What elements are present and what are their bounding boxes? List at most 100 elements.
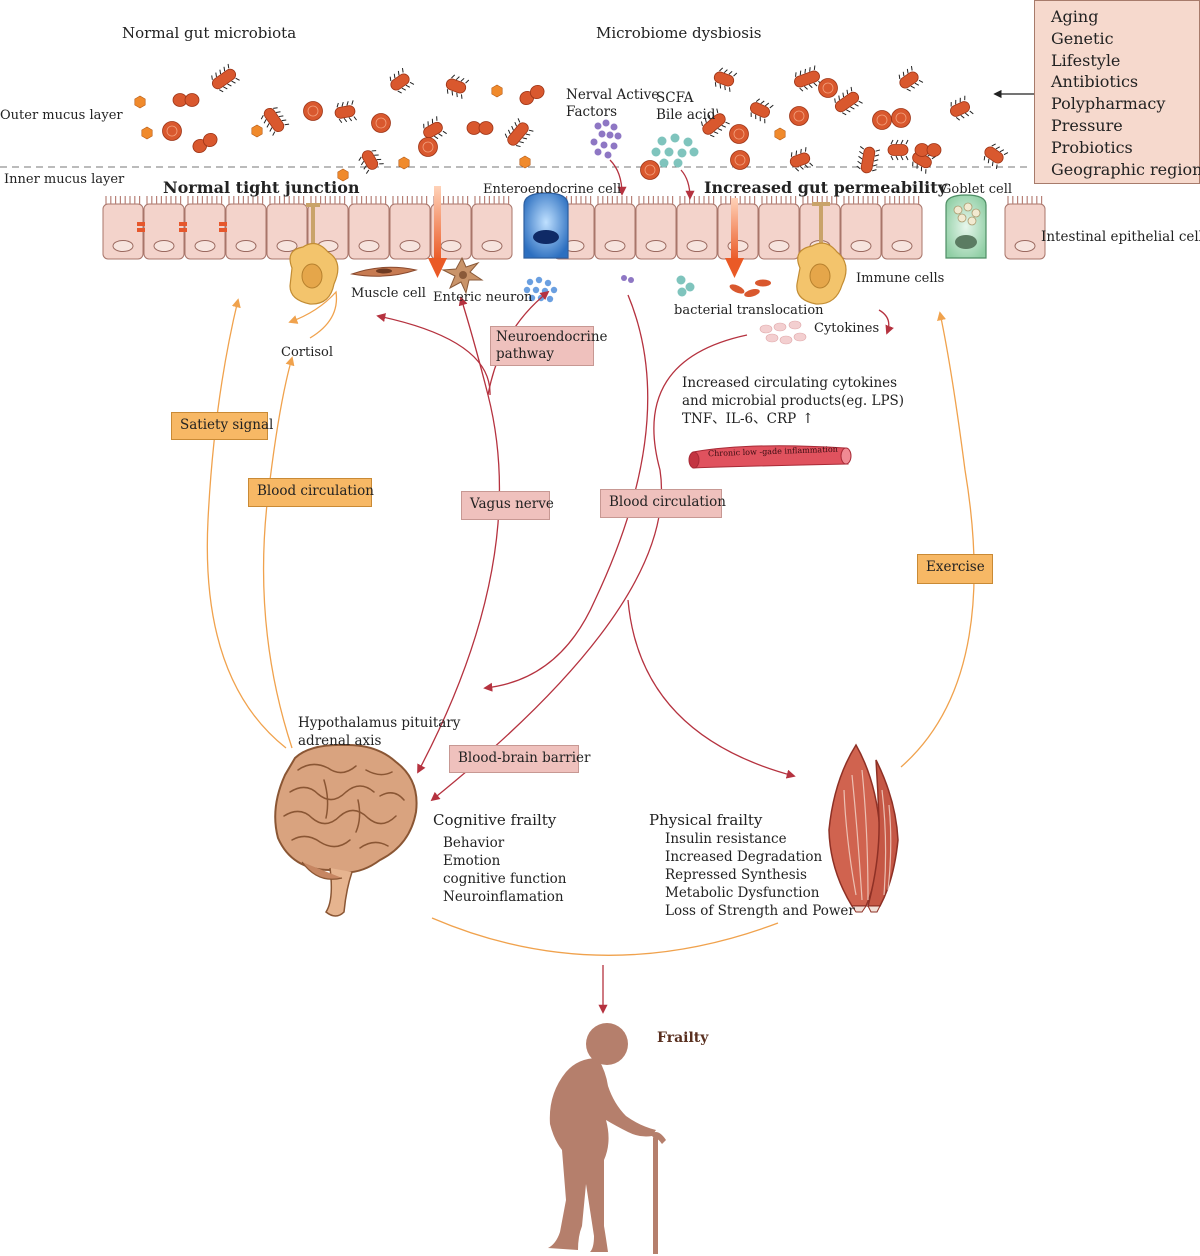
coccus-icon [789,106,809,126]
metabolite-hexagon-icon [337,168,349,182]
pathway-label: pathway [496,346,555,362]
bile-acid-label: Bile acid [656,107,716,123]
cognitive-item: Neuroinflamation [443,889,564,905]
hpa-label-line-2: adrenal axis [298,733,382,749]
physical-item: Metabolic Dysfunction [665,885,820,901]
blood-brain-barrier-box: Blood-brain barrier [449,745,591,773]
scfa-label: SCFA [656,90,694,106]
metabolite-hexagon-icon [134,95,146,109]
frailty-label: Frailty [657,1030,709,1046]
bacterium-rod-icon [358,150,384,174]
factor-item: Lifestyle [1051,50,1121,70]
bacterium-rod-icon [260,107,290,136]
muscle-cell-label: Muscle cell [351,286,426,301]
circulating-line-2: and microbial products(eg. LPS) [682,393,905,409]
epithelium-cell-row [102,196,1046,260]
diplococcus-icon [519,84,545,106]
bacterium-rod-icon [856,146,881,174]
coccus-icon [418,137,438,157]
muscle-icon [828,743,899,913]
circulating-line-3: TNF、IL-6、CRP [682,411,797,427]
bacterium-rod-icon [898,65,924,92]
bacterium-rod-icon [713,67,738,92]
enteroendocrine-cell-label: Enteroendocrine cell [483,182,622,197]
translocated-bacteria-icon [729,279,771,297]
vagus-nerve-box: Vagus nerve [461,491,554,520]
metabolite-hexagon-icon [141,126,153,140]
neuroendocrine-label: Neuroendocrine [496,329,608,345]
factor-item: Polypharmacy [1051,94,1166,114]
physical-item: Repressed Synthesis [665,867,807,883]
bacterium-rod-icon [887,139,909,161]
bacterium-rod-icon [334,100,357,124]
metabolite-hexagon-icon [398,156,410,170]
bacterium-rod-icon [950,95,974,121]
goblet-cell-icon [945,194,987,259]
diplococcus-icon [192,132,218,154]
intestinal-epithelial-label: Intestinal epithelial cells [1041,229,1200,245]
metabolite-hexagon-icon [491,84,503,98]
bacterial-translocation-label: bacterial translocation [674,303,824,318]
bacterium-rod-icon [700,108,730,138]
cognitive-item: cognitive function [443,871,567,887]
immune-cell-right-icon [796,242,847,305]
cortisol-label: Cortisol [281,345,334,360]
factor-item: Antibiotics [1051,72,1139,92]
factor-item: Geographic regions [1051,159,1200,179]
brain-icon [274,743,418,917]
circulating-line-1: Increased circulating cytokines [682,375,898,391]
coccus-icon [371,113,391,133]
scfa-dots [651,133,699,297]
enteric-neuron-icon [441,256,484,295]
elderly-person-icon [548,1023,666,1254]
cytokine-dots [759,320,807,345]
bacterium-rod-icon [445,74,470,99]
bacterium-rod-icon [750,98,774,124]
muscle-cell-icon [350,266,418,277]
normal-tight-junction-label: Normal tight junction [163,178,360,197]
normal-microbiota-label: Normal gut microbiota [122,24,297,42]
factor-item: Pressure [1051,115,1123,135]
coccus-icon [729,124,749,144]
tight-junction-markers [137,222,227,232]
bacterium-rod-icon [789,147,814,172]
metabolite-hexagon-icon [774,127,786,141]
physical-item: Loss of Strength and Power [665,903,855,919]
coccus-icon [162,121,182,141]
bacterium-rod-icon [834,86,863,116]
outer-mucus-label: Outer mucus layer [0,108,123,123]
hpa-label-line-1: Hypothalamus pituitary [298,715,461,731]
translocation-arrow-icons [428,186,744,278]
nerval-active-factor-dots [590,119,634,283]
dysbiosis-label: Microbiome dysbiosis [596,24,762,42]
bacterium-rod-icon [983,143,1009,170]
coccus-icon [891,108,911,128]
cognitive-frailty-title: Cognitive frailty [433,811,557,829]
exercise-box: Exercise [917,554,993,584]
gut-bacteria-icons [134,63,1009,182]
enteroendocrine-cell-icon [523,192,569,259]
physical-frailty-title: Physical frailty [649,811,763,829]
blood-circulation-left-box: Blood circulation [248,478,374,507]
physical-item: Increased Degradation [665,849,823,865]
coccus-icon [303,101,323,121]
enteric-neuron-label: Enteric neuron [433,290,533,305]
diplococcus-icon [466,121,494,135]
goblet-cell-label: Goblet cell [941,182,1013,197]
factor-item: Genetic [1051,28,1114,48]
coccus-icon [872,110,892,130]
bacterium-rod-icon [504,118,534,148]
factor-item: Aging [1051,7,1099,26]
increase-arrow-icon: ↑ [802,411,814,427]
coccus-icon [818,78,838,98]
immune-cell-connectors [306,202,830,248]
inflamed-vessel-icon [688,445,852,469]
neuroendocrine-pathway-box: Neuroendocrine pathway [490,326,608,366]
immune-cells-label: Immune cells [856,271,945,286]
coccus-icon [730,150,750,170]
bacterium-rod-icon [389,67,415,94]
bacterium-rod-icon [211,63,240,93]
factor-item: Probiotics [1051,137,1133,157]
immune-cell-left-icon [289,242,339,305]
